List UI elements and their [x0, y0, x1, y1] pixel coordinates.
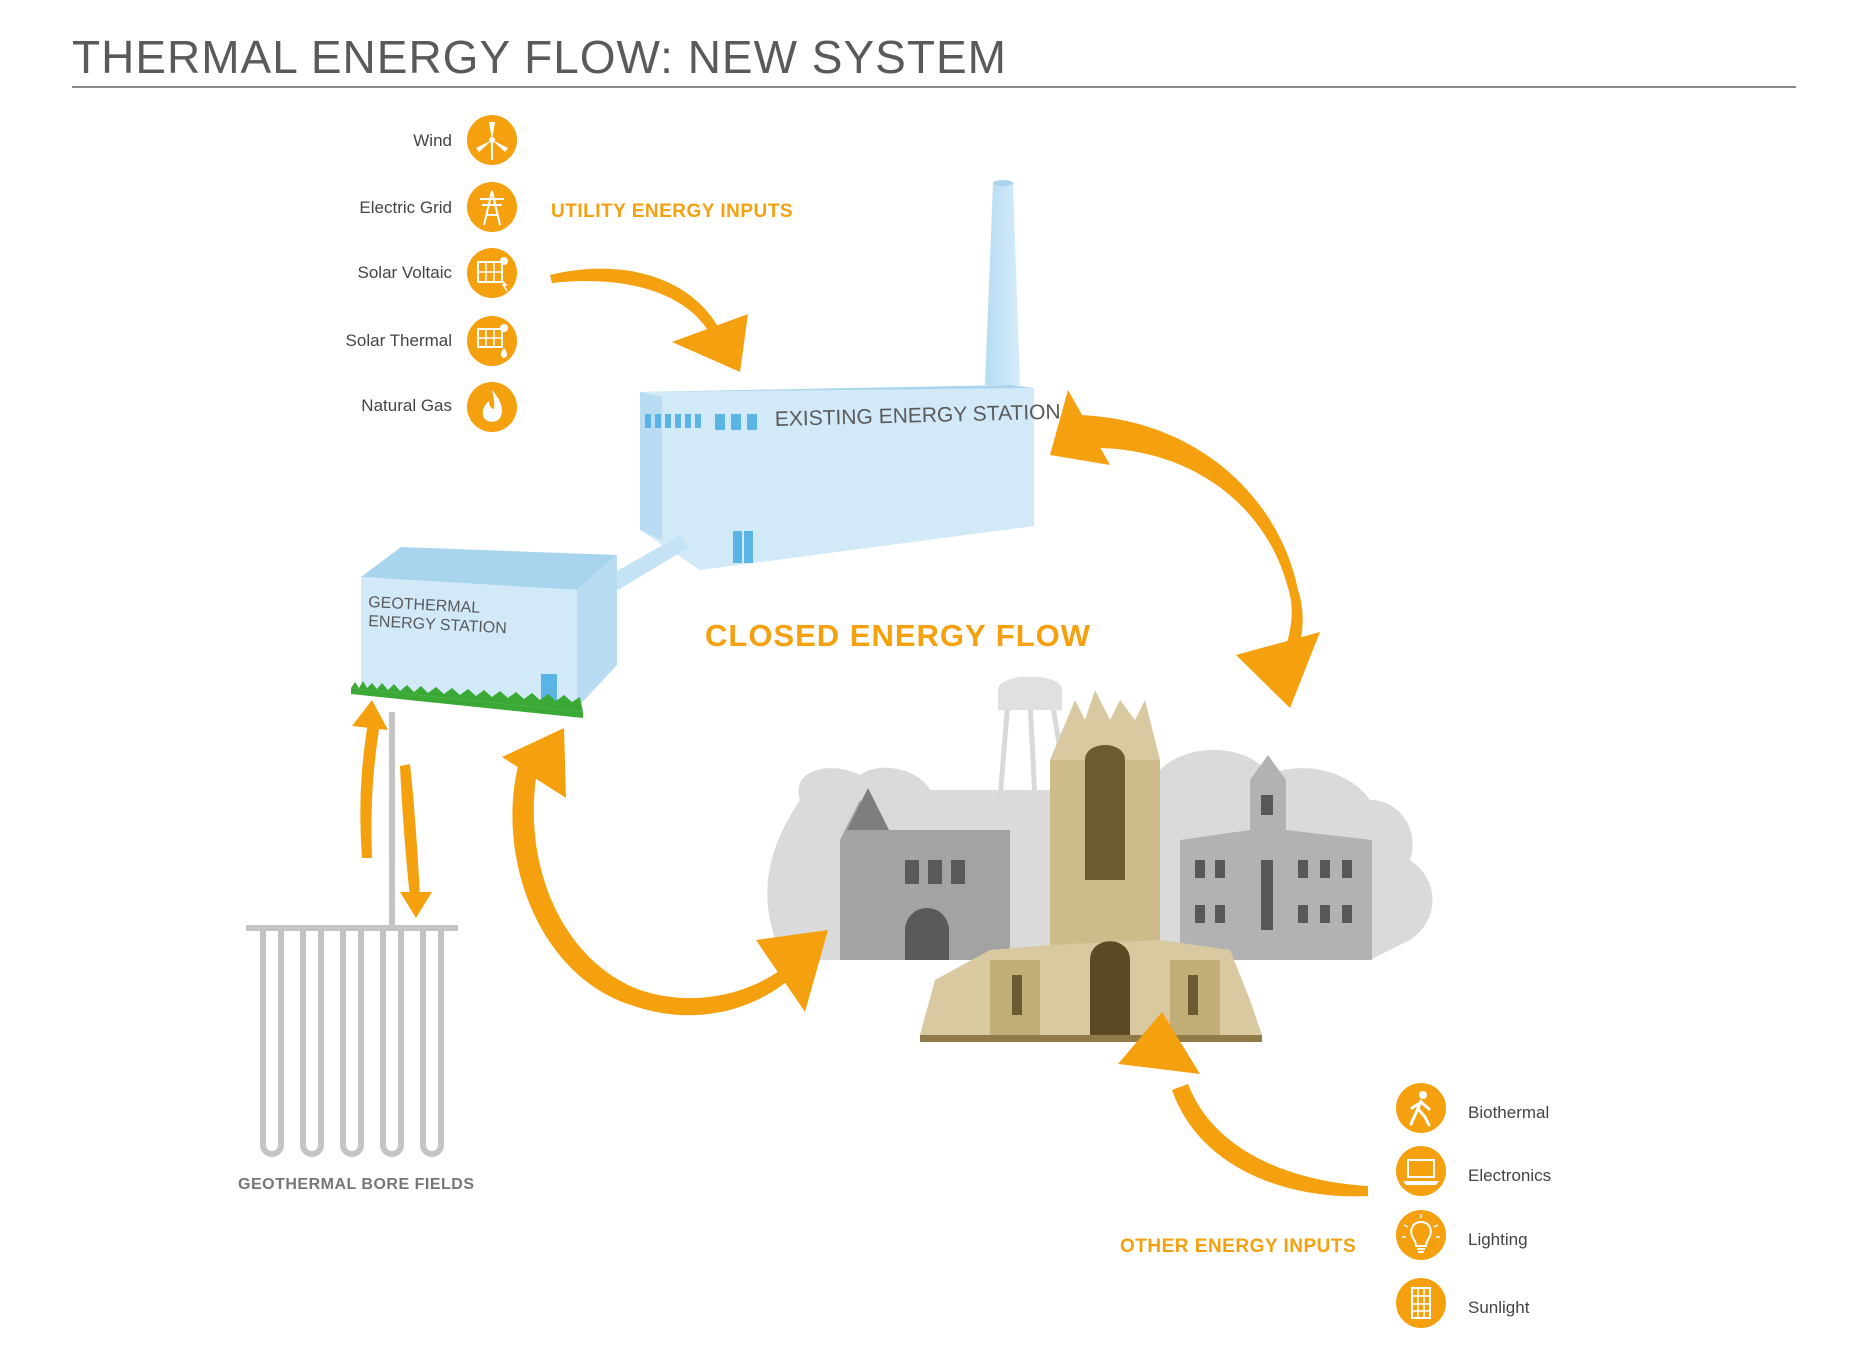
bore-field-down-arrow	[400, 764, 432, 918]
laptop-icon	[1396, 1146, 1446, 1196]
input-label-solar-voltaic: Solar Voltaic	[357, 263, 453, 282]
solar-thermal-icon	[467, 316, 517, 366]
input-label-wind: Wind	[413, 131, 452, 150]
other-inputs-heading: OTHER ENERGY INPUTS	[1120, 1236, 1357, 1257]
title-divider	[72, 86, 1796, 88]
input-label-natural-gas: Natural Gas	[361, 396, 452, 415]
station-to-buildings-arrow	[1050, 390, 1320, 708]
wind-turbine-icon	[467, 115, 517, 165]
utility-inputs-heading: UTILITY ENERGY INPUTS	[551, 201, 794, 222]
geothermal-energy-station	[351, 547, 617, 718]
input-label-solar-thermal: Solar Thermal	[345, 331, 452, 350]
existing-energy-station	[610, 180, 1034, 590]
page-title: THERMAL ENERGY FLOW: NEW SYSTEM	[72, 31, 1007, 83]
closed-flow-heading: CLOSED ENERGY FLOW	[705, 618, 1092, 653]
power-tower-icon	[467, 182, 517, 232]
geothermal-to-buildings-arrow	[502, 728, 828, 1016]
other-input-arrow	[1118, 1012, 1368, 1197]
light-bulb-icon	[1396, 1210, 1446, 1260]
geothermal-bore-fields	[246, 712, 458, 1157]
flow-arrows	[352, 268, 1368, 1197]
bore-fields-label: GEOTHERMAL BORE FIELDS	[238, 1176, 475, 1193]
flame-icon	[467, 382, 517, 432]
other-label-biothermal: Biothermal	[1468, 1103, 1550, 1122]
other-label-lighting: Lighting	[1468, 1230, 1528, 1249]
window-icon	[1396, 1278, 1446, 1328]
bore-field-up-arrow	[352, 700, 388, 858]
other-label-sunlight: Sunlight	[1468, 1298, 1530, 1317]
solar-panel-icon	[467, 248, 517, 298]
other-label-electronics: Electronics	[1468, 1166, 1552, 1185]
utility-input-arrow	[550, 268, 748, 372]
walking-person-icon	[1396, 1083, 1446, 1133]
geothermal-station-label-line1: GEOTHERMAL	[368, 594, 481, 617]
campus-buildings-image	[767, 676, 1433, 1042]
input-label-electric-grid: Electric Grid	[359, 198, 452, 217]
